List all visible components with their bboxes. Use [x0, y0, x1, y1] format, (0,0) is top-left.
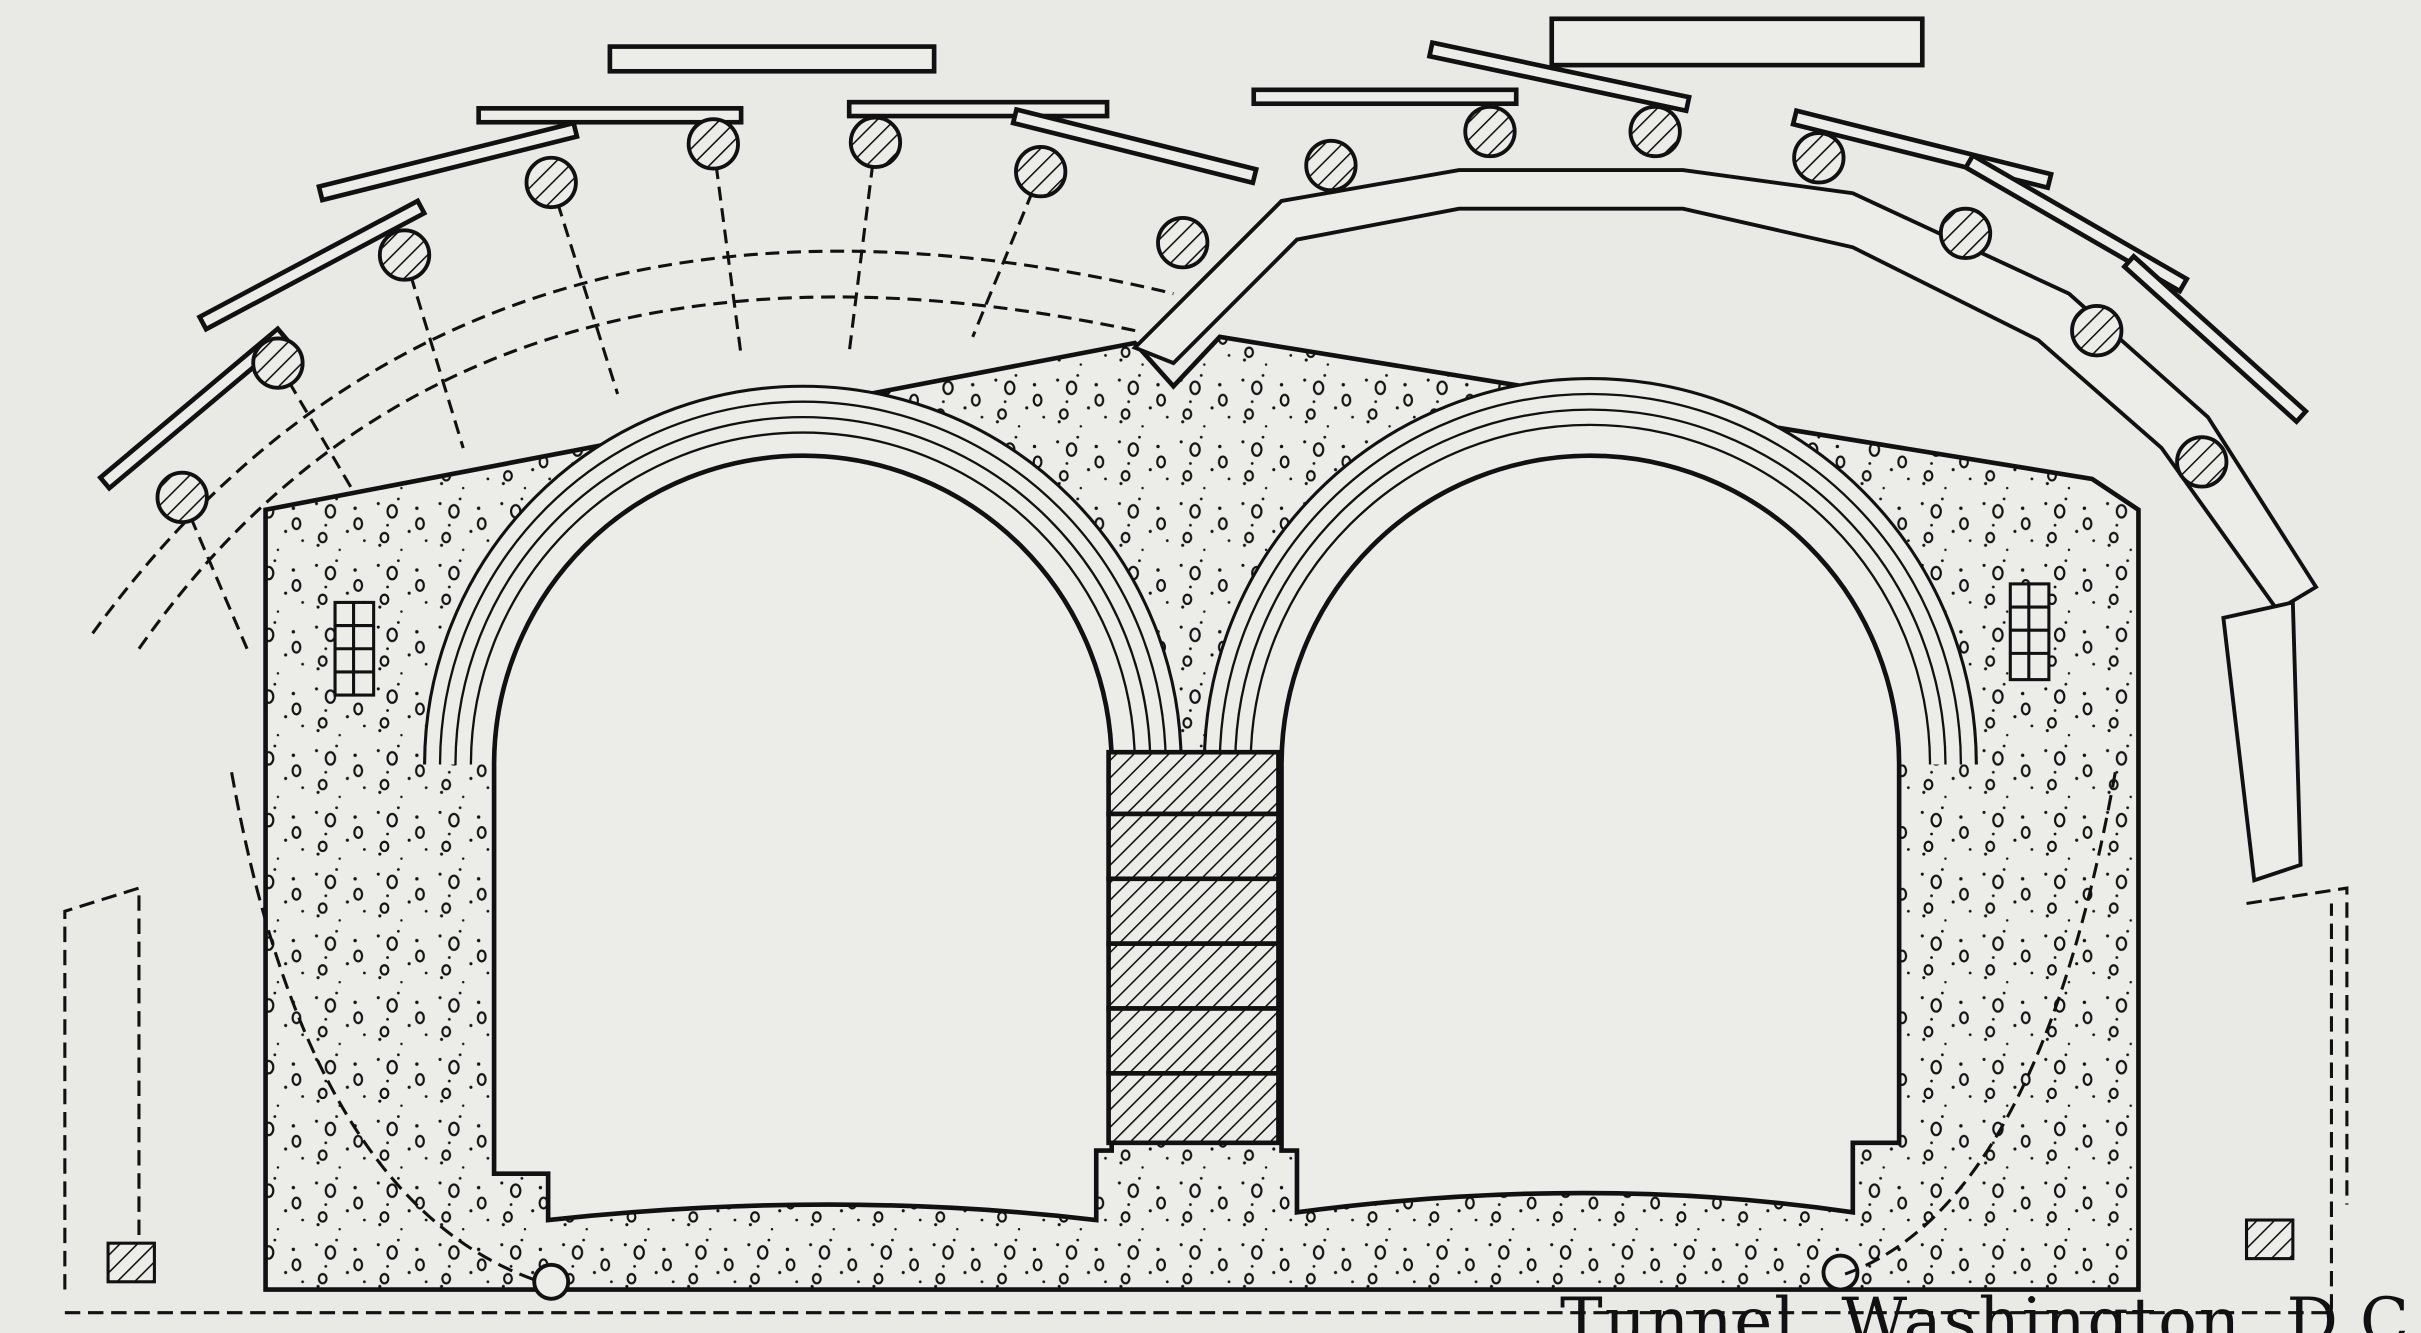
right-opening — [1279, 453, 1902, 1215]
right-timber-plates — [1251, 16, 2310, 425]
central-pier — [1106, 749, 1281, 1146]
left-centering — [91, 142, 1174, 650]
right-vent-grille — [2008, 582, 2051, 682]
side-forms — [63, 771, 2349, 1315]
right-timber-posts — [1304, 104, 2229, 489]
left-opening — [491, 453, 1114, 1223]
figure-caption-fragment: Tunnel, Washington, D.C. — [1560, 1285, 2421, 1333]
left-vent-grille — [333, 600, 376, 697]
left-sill — [106, 1241, 156, 1284]
right-sill — [2244, 1218, 2295, 1261]
right-drain — [1821, 1253, 1860, 1292]
left-drain — [532, 1262, 571, 1301]
left-timber-plates — [97, 44, 1259, 492]
left-timber-posts — [155, 115, 1210, 525]
right-centering — [1131, 168, 2319, 883]
